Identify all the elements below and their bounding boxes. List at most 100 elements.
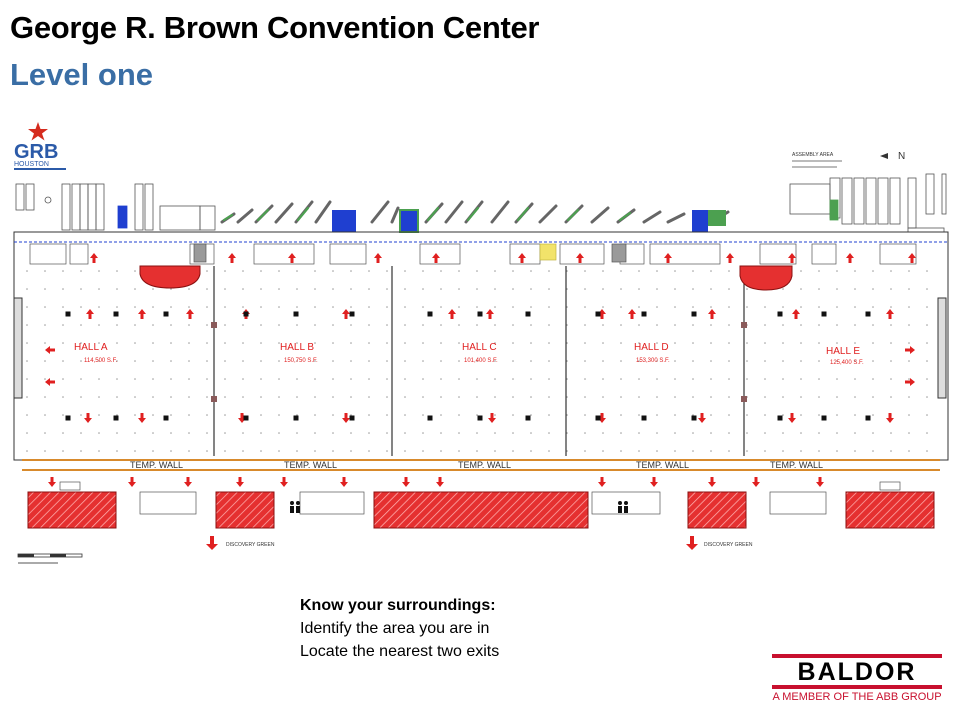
exit-arrow-icon	[342, 413, 350, 423]
exit-arrow-icon	[905, 378, 915, 386]
column-marker	[691, 415, 697, 421]
exit-arrow-icon	[846, 253, 854, 263]
column-marker	[595, 415, 601, 421]
exit-arrow-icon	[84, 413, 92, 423]
column-markers	[65, 311, 871, 421]
exit-arrow-icon	[486, 309, 494, 319]
hall-name: HALL B	[280, 342, 314, 353]
column-marker	[163, 311, 169, 317]
page-title: George R. Brown Convention Center	[10, 10, 540, 45]
column-marker	[243, 311, 249, 317]
column-marker	[865, 415, 871, 421]
grb-logo: GRB HOUSTON	[14, 122, 66, 170]
exit-arrow-icon	[342, 309, 350, 319]
divider-posts	[211, 322, 747, 402]
column-marker	[525, 311, 531, 317]
exit-arrow-icon	[280, 477, 288, 487]
column-marker	[349, 415, 355, 421]
exit-arrow-icon	[708, 309, 716, 319]
exit-arrow-icon	[184, 477, 192, 487]
exit-arrow-icon	[905, 346, 915, 354]
hatched-zones	[27, 491, 935, 529]
discovery-green-label: DISCOVERY GREEN	[704, 542, 753, 548]
exit-arrow-icon	[708, 477, 716, 487]
hall-floor	[22, 266, 940, 456]
column-marker	[691, 311, 697, 317]
exit-arrow-icon	[650, 477, 658, 487]
page-subtitle: Level one	[10, 57, 153, 92]
down-arrow-icon	[686, 544, 698, 550]
notes-line: Identify the area you are in	[300, 620, 490, 637]
floor-plan: GRB HOUSTON ASSEMBLY AREA N	[13, 122, 949, 564]
exit-arrow-icon	[576, 253, 584, 263]
hall-name: HALL C	[462, 342, 497, 353]
logo-rule-bottom	[772, 685, 942, 689]
service-strip	[29, 243, 917, 265]
hall-area: 125,400 S.F.	[830, 360, 864, 366]
hall-name: HALL D	[634, 342, 669, 353]
exit-arrow-icon	[664, 253, 672, 263]
scale-bar	[17, 553, 83, 564]
exit-arrow-icon	[288, 253, 296, 263]
hall-dividers	[213, 266, 745, 456]
logo-letters: GRB	[14, 141, 58, 163]
exit-arrow-icon	[128, 477, 136, 487]
exit-arrow-icon	[436, 477, 444, 487]
stair-block	[692, 210, 708, 232]
north-label: N	[898, 151, 905, 162]
column-marker	[65, 311, 71, 317]
temp-wall-label: TEMP. WALL	[458, 460, 511, 470]
restroom-icons	[290, 501, 628, 513]
safety-notes: Know your surroundings: Identify the are…	[300, 594, 499, 663]
exit-arrow-icon	[448, 309, 456, 319]
exit-arrow-icon	[402, 477, 410, 487]
stair-block	[400, 210, 418, 232]
exit-arrow-icon	[228, 253, 236, 263]
column-marker	[821, 415, 827, 421]
exit-arrow-icon	[598, 477, 606, 487]
hatched-zone	[27, 491, 117, 529]
north-legend: ASSEMBLY AREA N	[792, 151, 905, 168]
column-marker	[525, 415, 531, 421]
logo-city: HOUSTON	[14, 161, 49, 168]
brand-tagline: A MEMBER OF THE ABB GROUP	[772, 691, 942, 703]
temp-wall-label: TEMP. WALL	[770, 460, 823, 470]
column-marker	[65, 415, 71, 421]
temp-wall-label: TEMP. WALL	[130, 460, 183, 470]
exit-arrow-icon	[90, 253, 98, 263]
column-marker	[349, 311, 355, 317]
exit-arrow-icon	[186, 309, 194, 319]
exit-arrow-icon	[374, 253, 382, 263]
down-arrow-icon	[206, 544, 218, 550]
exit-arrow-icon	[432, 253, 440, 263]
hall-area: 114,500 S.F.	[84, 358, 118, 364]
exit-arrow-icon	[518, 253, 526, 263]
column-marker	[641, 415, 647, 421]
exit-arrow-icon	[788, 253, 796, 263]
notes-heading: Know your surroundings:	[300, 597, 496, 614]
exit-arrow-icon	[45, 346, 55, 354]
exit-arrow-icon	[340, 477, 348, 487]
escalator-features	[139, 265, 793, 291]
loading-dock-right	[789, 173, 947, 233]
hall-area: 153,300 S.F.	[636, 358, 670, 364]
truck-bay-accents	[222, 206, 632, 222]
discovery-green-right: DISCOVERY GREEN	[686, 536, 753, 550]
exit-arrow-icon	[236, 477, 244, 487]
column-marker	[477, 415, 483, 421]
exit-arrow-icon	[886, 413, 894, 423]
hatched-zone	[373, 491, 589, 529]
exit-arrow-icon	[86, 309, 94, 319]
column-marker	[641, 311, 647, 317]
exit-arrow-icon	[726, 253, 734, 263]
exit-arrow-icon	[45, 378, 55, 386]
baldor-logo: BALDOR A MEMBER OF THE ABB GROUP	[772, 654, 942, 704]
discovery-green-left: DISCOVERY GREEN	[206, 536, 275, 550]
hall-area: 150,750 S.F.	[284, 358, 318, 364]
column-marker	[427, 311, 433, 317]
column-marker	[777, 415, 783, 421]
exit-arrow-icon	[816, 477, 824, 487]
exit-arrow-icon	[138, 309, 146, 319]
stair-block	[332, 210, 356, 232]
temp-wall-label: TEMP. WALL	[636, 460, 689, 470]
